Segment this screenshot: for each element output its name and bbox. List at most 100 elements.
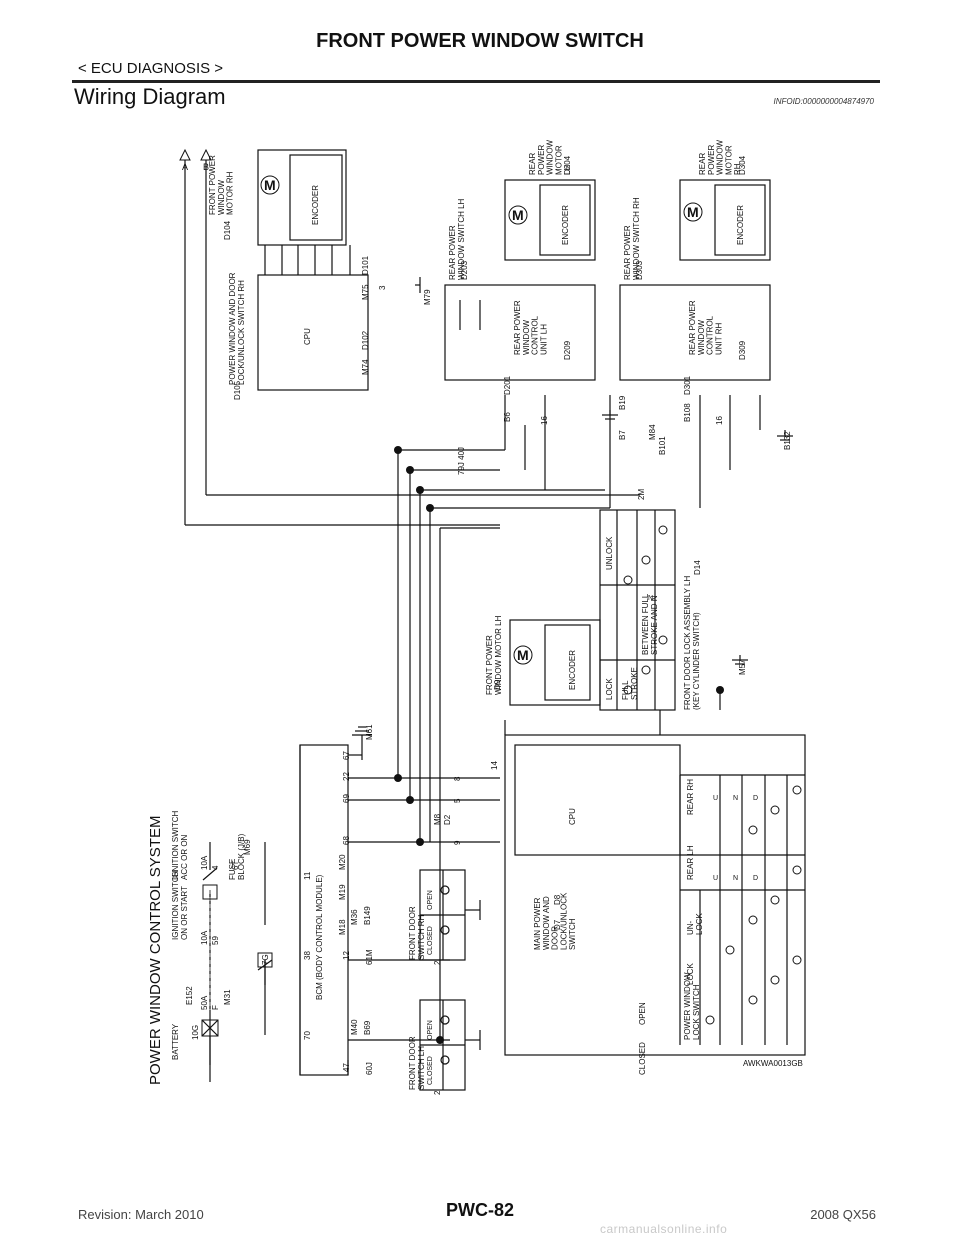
und-u-lh: U (713, 875, 718, 882)
battery-label: BATTERY (171, 1023, 180, 1060)
diagram-code: AWKWA0013GB (743, 1059, 803, 1068)
lock-section-label: LOCK (605, 678, 614, 700)
conn-d304: D304 (738, 155, 747, 175)
pin-16-rh: 16 (715, 416, 724, 425)
arrow-a-label: A (182, 162, 188, 172)
pin-8: 8 (453, 776, 462, 781)
und-n-rh: N (733, 795, 738, 802)
conn-m74: M74 (361, 359, 370, 375)
diagram-title: POWER WINDOW CONTROL SYSTEM (147, 816, 164, 1085)
fpw-motor-rh-label: FRONT POWERWINDOWMOTOR RH (208, 155, 235, 215)
footer-revision: Revision: March 2010 (78, 1207, 204, 1222)
pin-69: 69 (342, 794, 351, 803)
pin-7g: 7G (261, 954, 270, 965)
pin-70: 70 (303, 1031, 312, 1040)
conn-d104: D104 (223, 220, 232, 240)
conn-m20: M20 (338, 854, 347, 870)
und-n-lh: N (733, 875, 738, 882)
footer-model: 2008 QX56 (810, 1207, 876, 1222)
motor-fr-symbol: M (264, 177, 276, 193)
encoder-label-rl: ENCODER (561, 205, 570, 245)
pin-16-lh: 16 (540, 416, 549, 425)
conn-d14: D14 (693, 560, 702, 575)
bcm-label: BCM (BODY CONTROL MODULE) (315, 874, 324, 1000)
fuse-50a-id: F (211, 1005, 220, 1010)
pin-6t: 6T (231, 861, 240, 870)
pin-12: 12 (342, 951, 351, 960)
pin-10g: 10G (191, 1025, 200, 1040)
open-label-lh: OPEN (638, 1002, 647, 1025)
und-u-rh: U (713, 795, 718, 802)
fuse-10a-59: 10A (200, 930, 209, 945)
pin-2-rh: 2 (433, 960, 442, 965)
und-d-lh: D (753, 875, 758, 882)
cpu-label-rh: CPU (303, 328, 312, 345)
open-label-fd-lh: OPEN (427, 1020, 434, 1040)
rpw-motor-rh-label: REARPOWERWINDOWMOTORRH (698, 139, 742, 175)
conn-b19: B19 (618, 395, 627, 410)
conn-m61: M61 (365, 724, 374, 740)
rpw-sw-rh-label: REAR POWERWINDOW SWITCH RH (623, 197, 641, 280)
conn-m69: M69 (243, 839, 252, 855)
rpw-ctrl-lh-label: REAR POWERWINDOWCONTROLUNIT LH (513, 300, 548, 355)
conn-m79: M79 (423, 289, 432, 305)
page-header-title: FRONT POWER WINDOW SWITCH (316, 30, 644, 52)
pin-68: 68 (342, 836, 351, 845)
watermark: carmanualsonline.info (600, 1222, 728, 1236)
pw-lock-sw-label: POWER WINDOWLOCK SWITCH (683, 972, 701, 1040)
fuse-50a: 50A (200, 995, 209, 1010)
conn-b7: B7 (618, 430, 627, 440)
motor-fl-symbol: M (517, 647, 529, 663)
pwdl-rh-label: POWER WINDOW AND DOORLOCK/UNLOCK SWITCH … (228, 272, 246, 385)
conn-d204: D204 (563, 155, 572, 175)
cpu-label: CPU (568, 808, 577, 825)
conn-d105: D105 (233, 380, 242, 400)
conn-m40: M40 (350, 1019, 359, 1035)
pin-60j: 60J (365, 1062, 374, 1075)
fd-sw-lh-label: FRONT DOORSWITCH LH (408, 1036, 426, 1090)
between-full-label: BETWEEN FULLSTROKE AND N (641, 593, 659, 655)
pin-61m: 61M (365, 949, 374, 965)
motor-rr-symbol: M (687, 204, 699, 220)
encoder-label-fl: ENCODER (568, 650, 577, 690)
fd-lock-assy-label: FRONT DOOR LOCK ASSEMBLY LH(KEY CYLINDER… (683, 576, 701, 710)
conn-b132: B132 (783, 431, 792, 450)
ign-on-start-label: IGNITION SWITCHON OR START (171, 870, 189, 940)
conn-m8: M8 (433, 813, 442, 825)
closed-label-fd-rh: CLOSED (427, 926, 434, 955)
main-switch-label: MAIN POWERWINDOW ANDDOORLOCK/UNLOCKSWITC… (533, 892, 577, 950)
pin-9: 9 (453, 840, 462, 845)
conn-m19: M19 (338, 884, 347, 900)
ign-acc-on-label: IGNITION SWITCHACC OR ON (171, 810, 189, 880)
rpw-sw-lh-label: REAR POWERWINDOW SWITCH LH (448, 198, 466, 280)
pin-47: 47 (342, 1063, 351, 1072)
section-breadcrumb: < ECU DIAGNOSIS > (78, 60, 224, 77)
conn-m31: M31 (223, 989, 232, 1005)
conn-d7: D7 (553, 919, 562, 930)
pin-2m: 2M (637, 489, 646, 500)
fpw-motor-lh-label: FRONT POWERWINDOW MOTOR LH (485, 615, 503, 695)
conn-m18: M18 (338, 919, 347, 935)
conn-e152: E152 (185, 986, 194, 1005)
conn-d9: D9 (493, 679, 502, 690)
conn-d309: D309 (738, 340, 747, 360)
conn-m84: M84 (648, 424, 657, 440)
fuse-10a-4: 10A (200, 855, 209, 870)
rear-rh-label: REAR RH (686, 779, 695, 815)
pin-22: 22 (342, 772, 351, 781)
conn-m75: M75 (361, 284, 370, 300)
conn-m57: M57 (738, 659, 747, 675)
full-stroke-label: FULLSTROKE (621, 667, 639, 700)
n-label: N (648, 595, 653, 602)
conn-b6: B6 (503, 412, 512, 422)
conn-d8: D8 (553, 894, 562, 905)
und-d-rh: D (753, 795, 758, 802)
fd-sw-rh-label: FRONT DOORSWITCH RH (408, 906, 426, 960)
conn-b69: B69 (363, 1020, 372, 1035)
pin-5: 5 (453, 798, 462, 803)
arrow-b-label: B (203, 162, 209, 172)
conn-m36: M36 (350, 909, 359, 925)
conn-b101: B101 (658, 436, 667, 455)
pin-79j-40j: 79J 40J (457, 447, 466, 475)
